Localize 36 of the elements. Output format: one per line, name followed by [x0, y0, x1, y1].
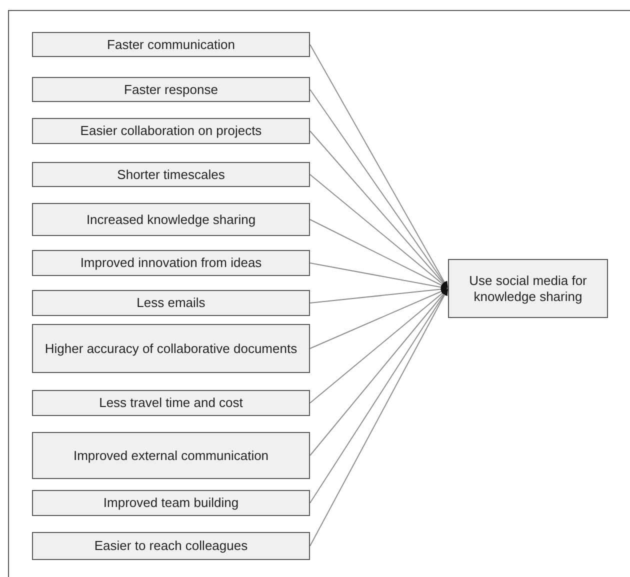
box-label: Less emails [136, 295, 206, 311]
box-label: Less travel time and cost [99, 395, 243, 411]
text-box [32, 77, 310, 102]
text-box [32, 250, 310, 276]
connector-arrow [310, 286, 448, 304]
text-box [32, 390, 310, 416]
box-label: Use social media for knowledge sharing [468, 272, 588, 304]
box-label: Improved external communication [73, 448, 269, 464]
box-label: Shorter timescales [117, 166, 225, 182]
box-label: Easier to reach colleagues [94, 538, 248, 554]
connector-arrow [310, 288, 448, 504]
connector-arrow [310, 44, 448, 289]
connector-arrow [310, 288, 448, 349]
box-label: Easier collaboration on projects [80, 123, 262, 139]
box-label: Improved team building [103, 495, 239, 511]
box-label: Increased knowledge sharing [86, 212, 256, 228]
text-box [448, 259, 608, 318]
connector-arrow [310, 219, 448, 289]
connector-arrow [310, 288, 448, 404]
box-label: Faster communication [107, 36, 235, 52]
box-label: Higher accuracy of collaborative documents [44, 340, 298, 356]
connector-arrow [310, 262, 448, 290]
text-box [32, 532, 310, 560]
connector-arrow [310, 288, 448, 546]
text-box [32, 490, 310, 516]
text-box [32, 324, 310, 373]
text-box [32, 118, 310, 144]
text-box [32, 32, 310, 57]
text-box [32, 203, 310, 236]
box-label: Faster response [124, 82, 218, 98]
text-box [32, 432, 310, 479]
text-box [32, 290, 310, 316]
connector-arrow [310, 288, 448, 456]
text-box [32, 162, 310, 187]
connector-arrow [310, 174, 448, 289]
box-label: Improved innovation from ideas [80, 255, 262, 271]
